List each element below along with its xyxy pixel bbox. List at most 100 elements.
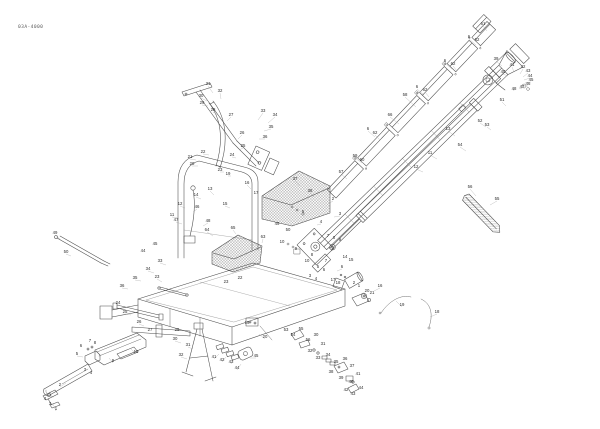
foot-bracket: [42, 389, 61, 409]
part-label: 48: [512, 86, 517, 91]
mesh-guard-large: [261, 170, 331, 227]
leader-line: [156, 278, 163, 283]
leader-line: [200, 97, 208, 102]
document-code: 03A-4000: [18, 24, 43, 30]
leader-line: [336, 268, 343, 272]
part-label: 8: [94, 340, 97, 345]
part-label: 62: [475, 37, 480, 42]
part-label: 23: [224, 279, 229, 284]
part-label: 20: [190, 161, 195, 166]
part-label: 24: [230, 152, 235, 157]
leader-line: [159, 262, 167, 266]
leader-line: [232, 229, 237, 235]
part-label: 65: [231, 225, 236, 230]
part-label: 43: [351, 391, 356, 396]
part-label: 50: [64, 249, 69, 254]
part-label: 27: [229, 112, 234, 117]
washer-stack: [215, 343, 254, 361]
part-label: 1: [358, 283, 361, 288]
part-label: 54: [291, 332, 296, 337]
leader-line: [511, 66, 515, 73]
leader-line: [108, 357, 114, 364]
part-label: 17: [254, 190, 259, 195]
part-label: 20: [365, 288, 370, 293]
part-label: 47: [174, 217, 179, 222]
part-label: 45: [529, 77, 534, 82]
leader-line: [404, 96, 417, 108]
part-label: 39: [339, 375, 344, 380]
part-label: 11: [428, 150, 433, 155]
leader-line: [495, 60, 503, 67]
misc-bolts: [286, 205, 305, 255]
leader-line: [231, 156, 237, 159]
part-label: 43: [526, 68, 531, 73]
leader-line: [424, 91, 430, 98]
part-label: 2: [353, 280, 356, 285]
part-label: 44: [141, 248, 146, 253]
part-label: 4: [90, 370, 93, 375]
part-label: 8: [311, 252, 314, 257]
leader-line: [212, 111, 219, 116]
leader-line: [294, 180, 301, 187]
leader-line: [236, 363, 242, 371]
part-label: 42: [344, 387, 349, 392]
leader-line: [468, 38, 477, 46]
part-label: 23: [155, 274, 160, 279]
leader-line: [261, 238, 264, 244]
part-label: 17: [331, 277, 336, 282]
part-label: 35: [334, 359, 339, 364]
part-label: 8: [333, 235, 336, 240]
part-label: 29: [175, 327, 180, 332]
part-label: 4: [44, 396, 47, 401]
leader-lines: [52, 25, 532, 412]
part-label: 56: [468, 184, 473, 189]
leader-line: [201, 104, 209, 107]
leader-line: [76, 355, 84, 358]
part-label: 32: [308, 348, 313, 353]
leader-line: [459, 146, 467, 152]
leader-line: [486, 126, 492, 131]
part-label: 9: [339, 237, 342, 242]
leader-line: [59, 382, 67, 388]
part-label: 24: [116, 300, 121, 305]
leader-line: [429, 154, 438, 160]
part-label: 22: [201, 149, 206, 154]
part-label: 53: [284, 327, 289, 332]
part-label: 32: [218, 88, 223, 93]
part-label: 44: [235, 365, 240, 370]
part-label: 16: [378, 283, 383, 288]
part-label: 34: [146, 266, 151, 271]
part-label: 30: [173, 336, 178, 341]
part-label: 12: [414, 164, 419, 169]
leader-line: [476, 41, 482, 48]
support-leg: [181, 322, 217, 382]
part-label: 11: [170, 212, 175, 217]
part-label: 3: [84, 367, 87, 372]
part-label: 41: [356, 371, 361, 376]
part-label: 19: [245, 320, 250, 325]
part-label: 4: [315, 276, 318, 281]
leader-line: [130, 348, 137, 355]
part-label: 55: [495, 196, 500, 201]
leader-line: [469, 188, 477, 197]
part-label: 27: [148, 327, 153, 332]
deflector-blade: [462, 193, 501, 233]
mesh-guard-small: [211, 234, 263, 273]
lower-boom: [296, 43, 530, 273]
part-label: 55: [299, 326, 304, 331]
leader-line: [452, 65, 458, 72]
part-label: 60: [360, 157, 365, 162]
leader-line: [65, 253, 72, 257]
hand-lever: [183, 185, 196, 244]
part-label: 25: [123, 309, 128, 314]
part-label: 62: [451, 61, 456, 66]
leader-line: [195, 196, 202, 200]
part-label: 54: [458, 142, 463, 147]
part-label: 5: [317, 264, 320, 269]
part-label: 22: [238, 275, 243, 280]
leader-line: [524, 81, 532, 84]
leader-line: [373, 287, 381, 292]
part-label: 41: [510, 62, 515, 67]
part-label: 33: [316, 355, 321, 360]
part-label: 35: [133, 275, 138, 280]
